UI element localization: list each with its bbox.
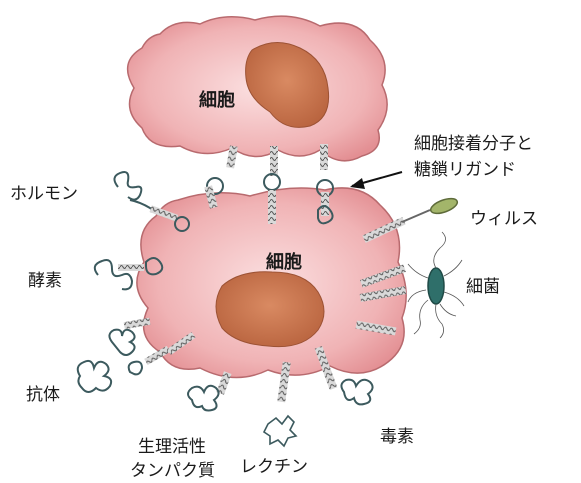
- glycan-2: [264, 174, 280, 190]
- upper-receptor-2: [270, 146, 278, 176]
- lectin-label: レクチン: [240, 457, 308, 477]
- bioactive-protein-ligand: [188, 371, 232, 410]
- lower-receptor-3: [321, 192, 329, 216]
- adhesion-arrow: [350, 172, 402, 189]
- bioactive-label-line1: 生理活性: [138, 437, 206, 457]
- lower-cell-label: 細胞: [266, 251, 302, 273]
- adhesion-label-line2: 糖鎖リガンド: [414, 160, 516, 180]
- upper-receptor-3: [320, 144, 328, 170]
- adhesion-label-line1: 細胞接着分子と: [414, 134, 533, 154]
- toxin-label: 毒素: [380, 427, 414, 447]
- enzyme-label: 酵素: [28, 271, 62, 291]
- virus-label: ウィルス: [470, 209, 538, 229]
- upper-cell: 細胞: [128, 16, 388, 161]
- upper-cell-label: 細胞: [199, 89, 235, 111]
- hormone-label: ホルモン: [10, 184, 78, 204]
- bioactive-label-line2: タンパク質: [130, 461, 215, 481]
- bacteria-label: 細菌: [466, 277, 500, 297]
- antibody-label: 抗体: [26, 385, 60, 405]
- lower-nucleus: [216, 272, 324, 347]
- lower-receptor-2: [268, 190, 276, 224]
